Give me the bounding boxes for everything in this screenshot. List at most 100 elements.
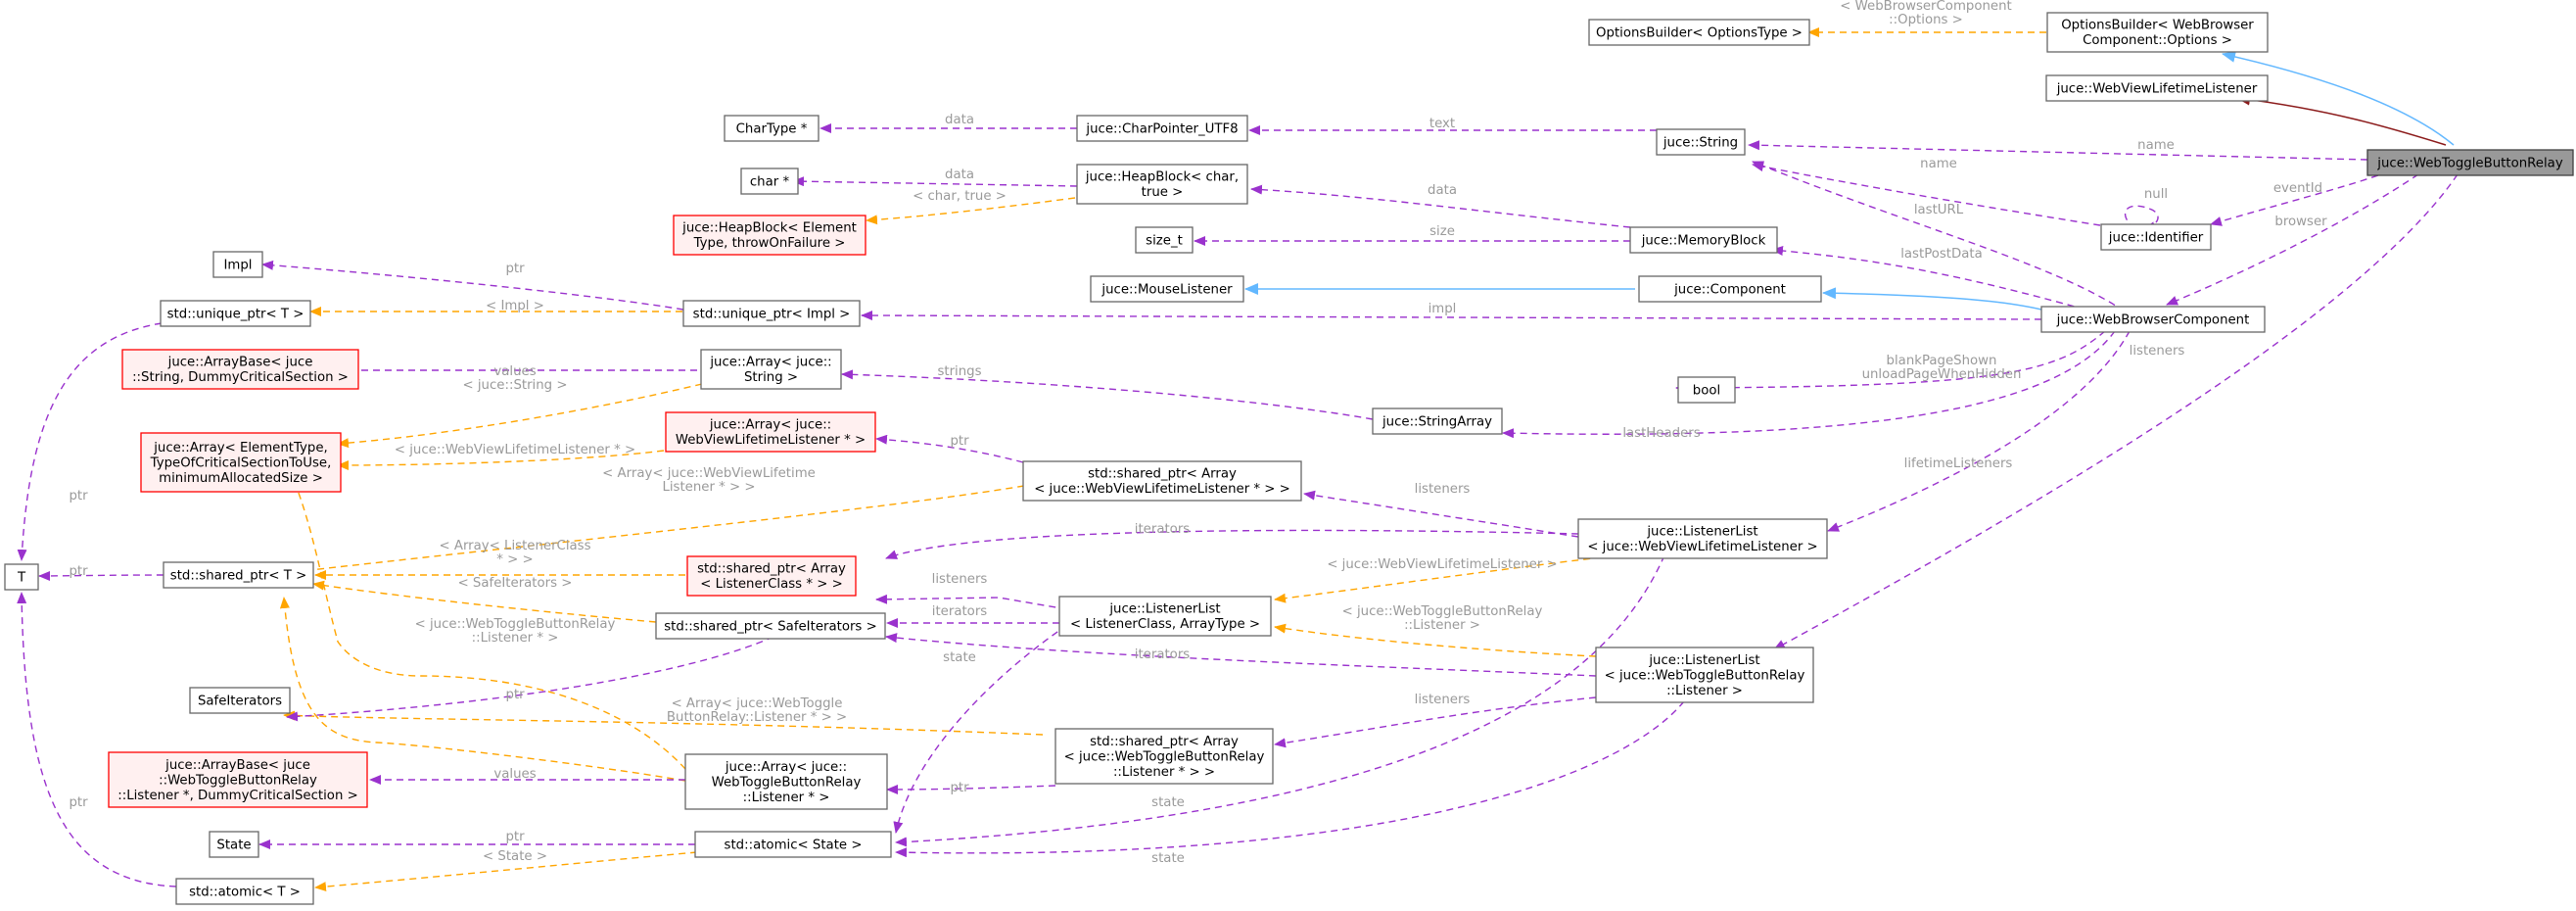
class-node-up_t[interactable]: std::unique_ptr< T >	[160, 300, 311, 327]
class-node-label: std::atomic< State >	[725, 838, 863, 852]
class-node-box	[1595, 647, 1814, 703]
class-node-box	[684, 753, 888, 810]
class-node-ab_relay[interactable]: juce::ArrayBase< juce::WebToggleButtonRe…	[108, 751, 368, 808]
class-node-label: std::unique_ptr< T >	[167, 307, 304, 321]
class-node-impl[interactable]: Impl	[212, 251, 263, 278]
class-node-label: std::shared_ptr< SafeIterators >	[664, 619, 876, 634]
class-node-label: std::unique_ptr< Impl >	[693, 307, 851, 321]
class-node-box	[1135, 226, 1194, 254]
class-node-up_impl[interactable]: std::unique_ptr< Impl >	[682, 300, 861, 327]
class-node-cp[interactable]: juce::CharPointer_UTF8	[1076, 115, 1248, 142]
class-node-atomic_t[interactable]: std::atomic< T >	[175, 878, 314, 905]
class-node-ll_wvl[interactable]: juce::ListenerList< juce::WebViewLifetim…	[1577, 518, 1828, 559]
class-node-label: true >	[1142, 185, 1184, 200]
edge-label-listeners-relay: listeners	[1415, 693, 1471, 707]
class-node-sp_t[interactable]: std::shared_ptr< T >	[163, 561, 314, 589]
class-node-state[interactable]: State	[209, 831, 259, 858]
class-node-bool[interactable]: bool	[1677, 376, 1736, 404]
class-node-box	[1076, 115, 1248, 142]
class-node-sp_safe[interactable]: std::shared_ptr< SafeIterators >	[655, 612, 886, 640]
class-node-label: OptionsBuilder< WebBrowser	[2061, 19, 2254, 33]
class-node-label: bool	[1693, 383, 1720, 398]
edge-label-impl-tpl: < Impl >	[486, 299, 544, 313]
class-node-arr_string[interactable]: juce::Array< juce::String >	[700, 349, 842, 390]
class-node-ob_t[interactable]: OptionsBuilder< OptionsType >	[1588, 19, 1810, 46]
class-node-box	[160, 300, 311, 327]
class-node-label: size_t	[1146, 233, 1183, 248]
edge-label-ptr-relay: ptr	[950, 781, 969, 795]
class-node-mouse[interactable]: juce::MouseListener	[1090, 275, 1244, 303]
class-node-ll_relay[interactable]: juce::ListenerList< juce::WebToggleButto…	[1595, 647, 1814, 703]
class-node-sp_arr_relay[interactable]: std::shared_ptr< Array< juce::WebToggleB…	[1054, 728, 1274, 785]
class-node-label: juce::WebBrowserComponent	[2056, 312, 2250, 327]
edge-label-char-true: < char, true >	[913, 189, 1007, 204]
class-node-label: juce::Array< ElementType,	[153, 441, 328, 456]
edge-label-eventid: eventId	[2273, 181, 2322, 196]
edge-label-ptr-atomic: ptr	[69, 795, 88, 810]
class-node-relay[interactable]: juce::WebToggleButtonRelay	[2366, 149, 2574, 176]
edge-label-arr-wvl-tpl: Listener * > >	[662, 480, 755, 495]
class-node-label: minimumAllocatedSize >	[159, 471, 323, 486]
edges	[17, 27, 2459, 892]
edge-label-wbc-options: ::Options >	[1889, 13, 1963, 27]
nodes: juce::WebToggleButtonRelay OptionsBuilder…	[4, 12, 2574, 905]
class-node-arr_elem[interactable]: juce::Array< ElementType,TypeOfCriticalS…	[140, 432, 342, 493]
edge-label-lastpostdata: lastPostData	[1900, 247, 1983, 262]
class-node-atomic_state[interactable]: std::atomic< State >	[694, 831, 892, 858]
class-node-label: char *	[750, 174, 790, 189]
class-node-safeiter[interactable]: SafeIterators	[189, 687, 291, 714]
class-node-label: juce::ListenerList	[1646, 525, 1757, 540]
class-node-box	[2366, 149, 2574, 176]
class-node-label: juce::MemoryBlock	[1641, 233, 1766, 248]
edge-label-ptr-state: ptr	[505, 830, 525, 844]
edge-labels: < WebBrowserComponent::Options >datadata…	[69, 0, 2327, 866]
class-node-label: std::shared_ptr< Array	[1088, 467, 1237, 482]
class-node-component[interactable]: juce::Component	[1638, 275, 1822, 303]
class-node-label: std::shared_ptr< T >	[170, 568, 306, 583]
class-node-identifier[interactable]: juce::Identifier	[2100, 223, 2212, 251]
class-node-string[interactable]: juce::String	[1656, 128, 1746, 156]
class-node-arr_relay[interactable]: juce::Array< juce::WebToggleButtonRelay:…	[684, 753, 888, 810]
class-node-sp_arr_lc[interactable]: std::shared_ptr< Array< ListenerClass * …	[686, 555, 857, 597]
class-node-label: ::Listener *, DummyCriticalSection >	[117, 789, 358, 803]
class-node-strarray[interactable]: juce::StringArray	[1372, 408, 1503, 435]
class-node-label: Type, throwOnFailure >	[693, 236, 846, 251]
class-node-label: < ListenerClass, ArrayType >	[1070, 617, 1260, 632]
edge-label-listeners-wbc: listeners	[2130, 344, 2185, 359]
class-node-label: juce::Identifier	[2108, 230, 2204, 245]
edge-label-arr-wvl-tpl: < Array< juce::WebViewLifetime	[602, 466, 816, 481]
edge-label-name2: name	[1920, 157, 1957, 171]
class-node-box	[121, 349, 359, 390]
class-node-wbc[interactable]: juce::WebBrowserComponent	[2040, 306, 2266, 333]
class-node-box	[1629, 226, 1778, 254]
class-node-charp[interactable]: char *	[740, 168, 799, 195]
class-node-memblock[interactable]: juce::MemoryBlock	[1629, 226, 1778, 254]
class-node-box	[673, 215, 866, 256]
class-node-box	[163, 561, 314, 589]
class-node-chartype[interactable]: CharType *	[724, 115, 820, 142]
class-node-ll_gen[interactable]: juce::ListenerList< ListenerClass, Array…	[1058, 596, 1272, 637]
class-node-size_t[interactable]: size_t	[1135, 226, 1194, 254]
class-node-label: String >	[744, 370, 798, 385]
class-node-label: ::Listener >	[1666, 684, 1743, 698]
class-node-ab_string[interactable]: juce::ArrayBase< juce::String, DummyCrit…	[121, 349, 359, 390]
edge-label-listeners-sp: listeners	[1415, 482, 1471, 497]
edge-label-size: size	[1429, 224, 1455, 239]
class-node-sp_arr_wvl[interactable]: std::shared_ptr< Array< juce::WebViewLif…	[1022, 460, 1302, 502]
class-node-ob_web[interactable]: OptionsBuilder< WebBrowserComponent::Opt…	[2046, 12, 2269, 53]
edge-label-ptr-impl: ptr	[505, 262, 525, 276]
class-node-hb_char[interactable]: juce::HeapBlock< char,true >	[1076, 164, 1248, 205]
class-node-hb_elem[interactable]: juce::HeapBlock< ElementType, throwOnFai…	[673, 215, 866, 256]
class-node-T[interactable]: T	[4, 563, 39, 591]
edge-label-blankpage: unloadPageWhenHidden	[1862, 367, 2022, 382]
class-node-arr_wvl[interactable]: juce::Array< juce::WebViewLifetimeListen…	[665, 411, 876, 453]
edge-label-strings: strings	[937, 364, 981, 379]
class-node-label: juce::Array< juce::	[709, 356, 831, 370]
class-node-label: juce::ArrayBase< juce	[167, 356, 313, 370]
edge-label-values1: values	[493, 364, 536, 379]
class-node-label: < juce::WebViewLifetimeListener * > >	[1034, 482, 1290, 497]
class-node-lifetime[interactable]: juce::WebViewLifetimeListener	[2045, 74, 2269, 102]
class-node-box	[682, 300, 861, 327]
class-node-box	[1656, 128, 1746, 156]
edge-label-wvl-ll-tpl: < juce::WebViewLifetimeListener >	[1327, 557, 1557, 572]
